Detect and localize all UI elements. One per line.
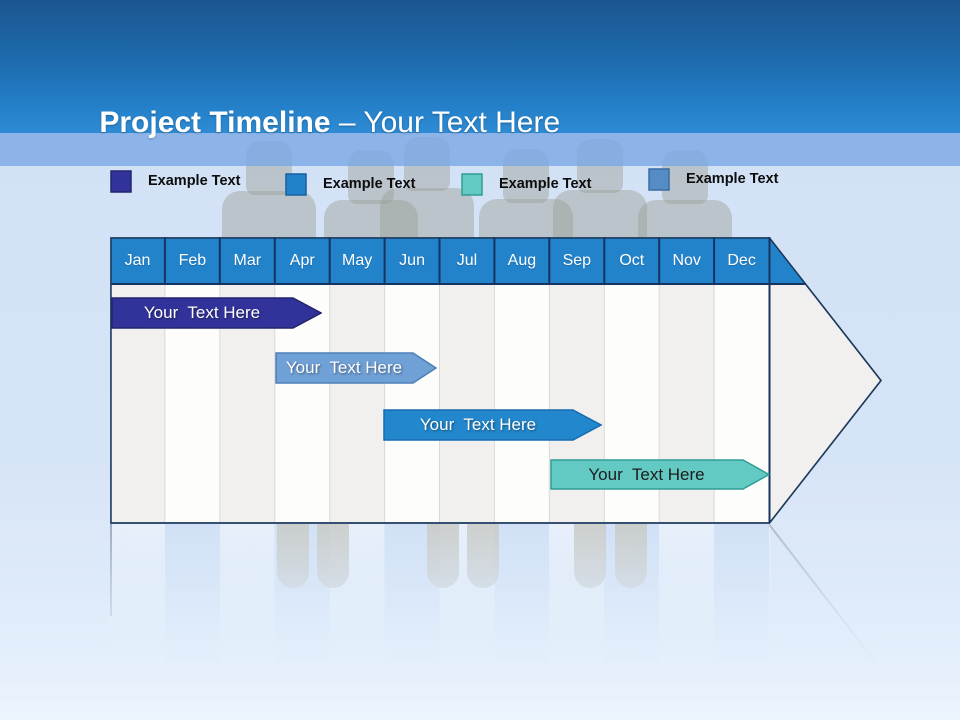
gantt-bar-2: Your Text Here bbox=[275, 352, 437, 384]
gantt-bar-3: Your Text Here bbox=[383, 409, 602, 441]
month-cell: Jun bbox=[399, 251, 425, 269]
month-cell: Apr bbox=[289, 251, 315, 269]
month-cell: May bbox=[342, 251, 373, 269]
legend-label: Example Text bbox=[686, 171, 779, 187]
legend-item: Example Text bbox=[110, 169, 241, 193]
gantt-bar-arrow-shape bbox=[111, 297, 322, 329]
legend-swatch-icon bbox=[461, 172, 483, 196]
title-suffix: – Your Text Here bbox=[330, 106, 561, 139]
subheader-band bbox=[0, 133, 960, 166]
month-cell: Jan bbox=[124, 251, 151, 269]
legend-item: Example Text bbox=[285, 172, 416, 196]
gantt-bar-arrow-shape bbox=[275, 352, 437, 384]
legend-label: Example Text bbox=[323, 176, 416, 192]
legend-item: Example Text bbox=[461, 172, 592, 196]
month-cell: Nov bbox=[672, 251, 701, 269]
gantt-bar-label: Your Text Here bbox=[419, 415, 537, 434]
gantt-bar-1: Your Text Here bbox=[111, 297, 322, 329]
month-cell: Jul bbox=[456, 251, 478, 269]
month-cell: Mar bbox=[233, 251, 262, 269]
month-cell: Sep bbox=[562, 251, 592, 269]
legend-item: Example Text bbox=[648, 167, 779, 191]
header-gradient-band bbox=[0, 0, 960, 133]
month-cell: Aug bbox=[507, 251, 537, 269]
gantt-bar-label: Your Text Here bbox=[588, 464, 705, 484]
page-title: Project Timeline – Your Text Here bbox=[66, 60, 560, 186]
gantt-bar-label: Your Text Here bbox=[285, 358, 403, 377]
gantt-bar-label: Your Text Here bbox=[143, 303, 261, 322]
month-cell: Oct bbox=[619, 251, 645, 269]
header-grid-lines bbox=[111, 237, 805, 523]
legend-label: Example Text bbox=[499, 176, 592, 192]
gantt-bar-arrow-shape bbox=[383, 409, 602, 441]
title-main: Project Timeline bbox=[99, 106, 331, 139]
gantt-bar-4: Your Text Here bbox=[550, 459, 770, 490]
month-header-row: Jan Feb Mar Apr May Jun Jul Aug Sep Oct … bbox=[110, 237, 769, 284]
legend-swatch-icon bbox=[110, 169, 132, 193]
legend-label: Example Text bbox=[148, 173, 241, 189]
month-cell: Feb bbox=[178, 251, 207, 269]
gantt-bar-arrow-shape bbox=[550, 459, 770, 490]
legend-swatch-icon bbox=[285, 172, 307, 196]
timeline-chart: Jan Feb Mar Apr May Jun Jul Aug Sep Oct … bbox=[110, 237, 882, 524]
legend-swatch-icon bbox=[648, 167, 670, 191]
month-cell: Dec bbox=[727, 251, 756, 269]
reflection-fade bbox=[0, 524, 960, 720]
